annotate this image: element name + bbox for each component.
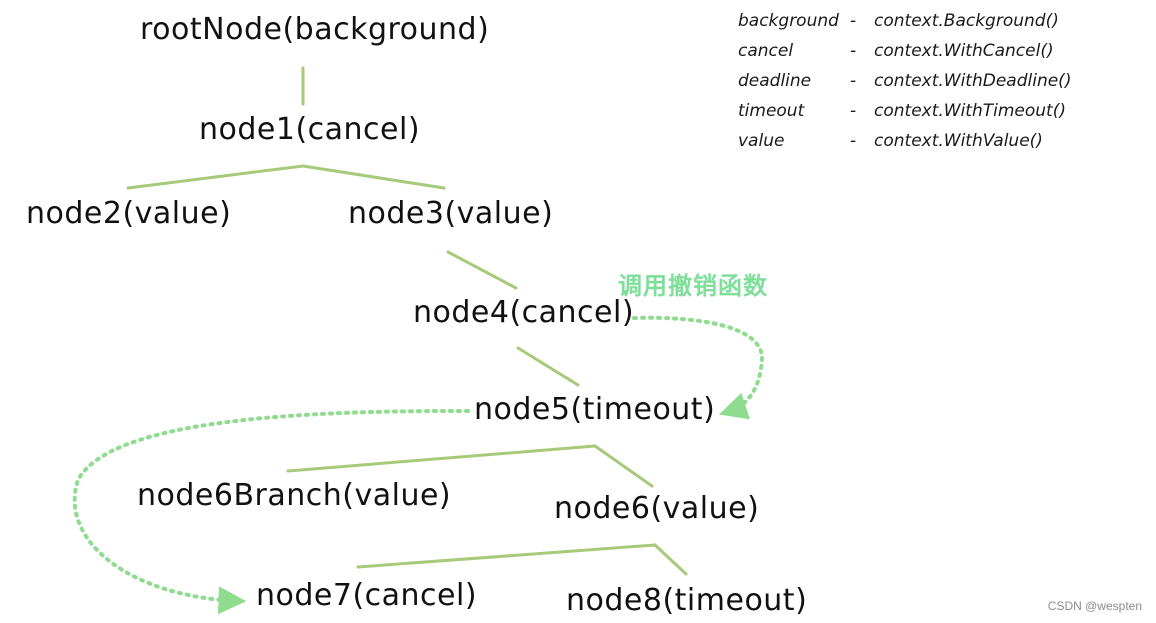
cancel-arrow-node4-node5: [632, 315, 765, 420]
legend-value: context.Background(): [874, 11, 1059, 31]
edge-node1-node3: [301, 164, 446, 190]
edge-node1-node2: [126, 164, 305, 190]
legend-value: context.WithValue(): [874, 131, 1043, 151]
legend-key: deadline: [738, 71, 812, 91]
legend-value: context.WithDeadline(): [874, 71, 1072, 91]
legend-separator: -: [850, 11, 857, 31]
node-node5: node5(timeout): [474, 392, 716, 427]
legend-key: value: [738, 131, 785, 151]
node-node3: node3(value): [348, 196, 554, 231]
edge-node4-node5: [516, 346, 580, 387]
legend-row: value -context.WithValue(): [738, 126, 1071, 156]
node-node4: node4(cancel): [413, 295, 635, 330]
node-node8: node8(timeout): [566, 583, 808, 618]
edge-node5-node6: [593, 444, 654, 488]
legend-value: context.WithCancel(): [874, 41, 1054, 61]
edge-node6-node7: [356, 543, 657, 569]
watermark: CSDN @wespten: [1047, 599, 1142, 613]
node-root: rootNode(background): [140, 12, 490, 47]
node-node6: node6(value): [554, 491, 760, 526]
legend-row: deadline -context.WithDeadline(): [738, 66, 1071, 96]
cancel-arrow-node5-node7: [72, 408, 470, 615]
legend-key: timeout: [738, 101, 805, 121]
legend-separator: -: [850, 71, 857, 91]
edge-node6-node8: [653, 543, 688, 576]
legend: background-context.Background() cancel-c…: [738, 6, 1071, 156]
legend-row: background-context.Background(): [738, 6, 1071, 36]
node-node2: node2(value): [26, 196, 232, 231]
legend-separator: -: [850, 131, 857, 151]
legend-key: background: [738, 11, 839, 31]
legend-separator: -: [850, 41, 857, 61]
node-node7: node7(cancel): [256, 578, 478, 613]
legend-row: cancel -context.WithCancel(): [738, 36, 1071, 66]
edge-node5-node6branch: [286, 444, 597, 473]
legend-row: timeout -context.WithTimeout(): [738, 96, 1071, 126]
node-node6branch: node6Branch(value): [137, 478, 452, 513]
legend-separator: -: [850, 101, 857, 121]
cancel-annotation: 调用撤销函数: [618, 272, 768, 300]
legend-value: context.WithTimeout(): [874, 101, 1066, 121]
edge-node3-node4: [446, 250, 518, 290]
legend-key: cancel: [738, 41, 794, 61]
node-node1: node1(cancel): [199, 112, 421, 147]
